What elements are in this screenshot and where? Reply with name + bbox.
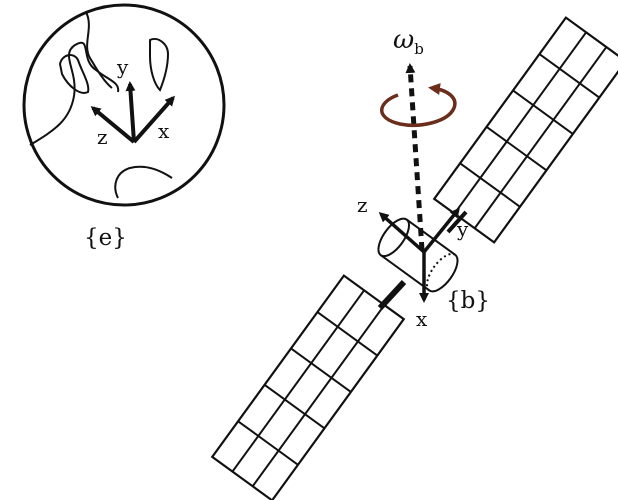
body-frame-label: {b} (446, 288, 490, 314)
earth-frame-label: {e} (84, 225, 127, 251)
body-frame-axes: z y x (357, 193, 469, 331)
earth-circle (22, 3, 226, 207)
earth-globe (22, 3, 226, 207)
angular-velocity-label: ωb (393, 25, 424, 58)
body-axis-x-label: x (416, 307, 428, 331)
solar-panel-upper (432, 16, 618, 244)
solar-panel-lower (210, 274, 406, 500)
continent-outline-left (29, 41, 120, 146)
earth-axis-z-arrow (90, 106, 136, 144)
boom-upper (446, 210, 468, 234)
earth-axis-x-arrow (132, 95, 175, 144)
angular-velocity-arrow (405, 63, 425, 251)
boom-lower (377, 279, 407, 311)
continent-outline-top (85, 11, 113, 89)
earth-axis-y-label: y (116, 55, 129, 79)
angular-velocity-symbol: ω (393, 25, 414, 55)
body-axis-y-label: y (456, 217, 469, 241)
continent-outline-bottom (114, 165, 173, 199)
island-left (58, 54, 90, 94)
body-axis-y-arrow (422, 207, 460, 254)
island-right (149, 38, 170, 92)
earth-axis-x-label: x (158, 119, 170, 143)
rotation-indicator (380, 83, 457, 127)
rotation-arc-icon (380, 83, 457, 127)
earth-axis-y-arrow (125, 81, 136, 143)
angular-velocity-subscript: b (414, 40, 424, 58)
satellite-body (377, 217, 459, 293)
body-axis-z-label: z (357, 193, 368, 217)
earth-frame-axes: y x z (90, 55, 175, 149)
earth-axis-z-label: z (97, 125, 108, 149)
body-axis-z-arrow (378, 212, 426, 254)
